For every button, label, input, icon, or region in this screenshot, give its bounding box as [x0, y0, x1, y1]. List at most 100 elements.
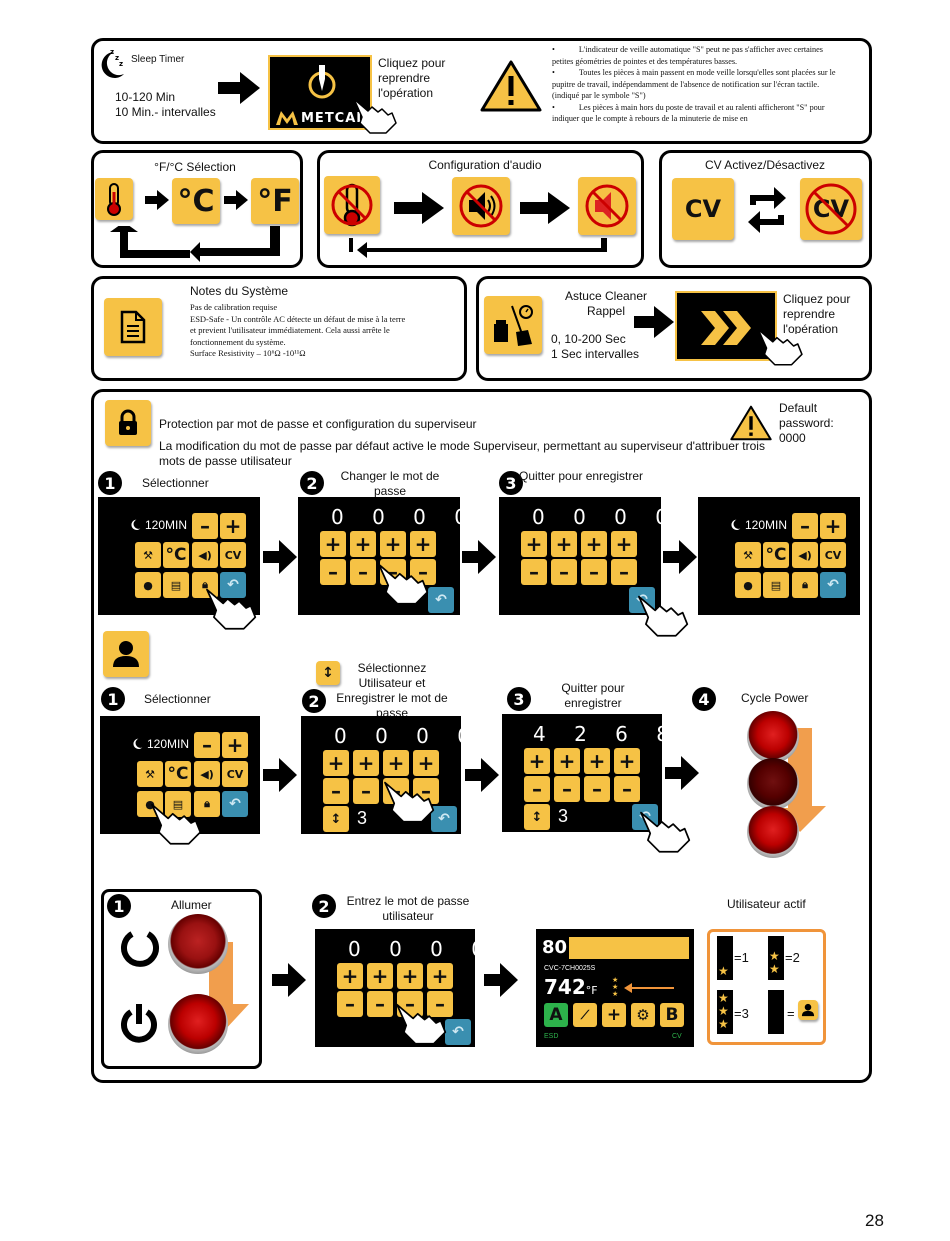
cv-button[interactable]: CV: [820, 542, 846, 568]
continue-screen[interactable]: [675, 291, 777, 361]
document-button[interactable]: ▤: [163, 572, 189, 598]
plus-button[interactable]: +: [611, 531, 637, 557]
fahrenheit-button[interactable]: °F: [251, 178, 299, 224]
cleaner-button[interactable]: ⚒: [137, 761, 163, 787]
speaker-button[interactable]: ◀): [792, 542, 818, 568]
speaker-button[interactable]: ◀): [194, 761, 220, 787]
plus-button[interactable]: +: [410, 531, 436, 557]
scroll-select-button[interactable]: ↕: [524, 804, 550, 830]
lock-button[interactable]: 🔒︎: [192, 572, 218, 598]
audio-on-button[interactable]: [578, 177, 636, 235]
document-button[interactable]: ▤: [763, 572, 789, 598]
minus-button[interactable]: –: [323, 778, 349, 804]
cleaner-button[interactable]: ⚒: [735, 542, 761, 568]
power-button-red[interactable]: [747, 711, 799, 763]
user-save-screen: 4 2 6 8 + + + + – – – – ↕ 3 ↶: [502, 714, 669, 832]
profile-a-button[interactable]: A: [544, 1003, 568, 1027]
plus-button[interactable]: +: [584, 748, 610, 774]
minus-button[interactable]: –: [581, 559, 607, 585]
document-button[interactable]: ▤: [165, 791, 191, 817]
celsius-button[interactable]: °C: [172, 178, 220, 224]
back-button[interactable]: ↶: [220, 572, 246, 598]
cv-on-button[interactable]: CV: [672, 178, 734, 240]
minus-button[interactable]: –: [614, 776, 640, 802]
temp-top-reading: 80: [542, 937, 568, 958]
minus-button[interactable]: –: [524, 776, 550, 802]
minus-button[interactable]: –: [611, 559, 637, 585]
plus-button[interactable]: +: [521, 531, 547, 557]
minus-button[interactable]: –: [194, 732, 220, 758]
plus-button[interactable]: +: [320, 531, 346, 557]
power-button-dim[interactable]: [168, 914, 228, 974]
plus-button[interactable]: +: [367, 963, 393, 989]
plus-button[interactable]: +: [551, 531, 577, 557]
plus-button[interactable]: +: [820, 513, 846, 539]
system-note-3: Surface Resistivity – 10⁶Ω -10¹¹Ω: [190, 348, 306, 358]
cv-off-button[interactable]: CV: [800, 178, 862, 240]
thermometer-button[interactable]: [324, 176, 380, 234]
plus-button[interactable]: +: [350, 531, 376, 557]
plus-button[interactable]: +: [554, 748, 580, 774]
cleaner-button[interactable]: ⚒: [135, 542, 161, 568]
back-button[interactable]: ↶: [431, 806, 457, 832]
sleep-note-3: •Les pièces à main hors du poste de trav…: [552, 102, 825, 124]
minus-button[interactable]: –: [551, 559, 577, 585]
audio-off-button[interactable]: [452, 177, 510, 235]
plus-button[interactable]: +: [383, 750, 409, 776]
scroll-select-button[interactable]: ↕: [316, 661, 340, 685]
plus-button[interactable]: +: [614, 748, 640, 774]
minus-button[interactable]: –: [350, 559, 376, 585]
document-button[interactable]: [104, 298, 162, 356]
plus-button[interactable]: +: [581, 531, 607, 557]
minus-button[interactable]: –: [554, 776, 580, 802]
cv-button[interactable]: CV: [222, 761, 248, 787]
user-button[interactable]: [103, 631, 149, 677]
power-button-dark[interactable]: [747, 758, 799, 810]
minus-button[interactable]: –: [353, 778, 379, 804]
power-button-lit[interactable]: [168, 994, 228, 1054]
minus-button[interactable]: –: [320, 559, 346, 585]
plus-button[interactable]: +: [397, 963, 423, 989]
thermometer-button[interactable]: [95, 178, 133, 220]
power-button-red[interactable]: [747, 806, 799, 858]
plus-button[interactable]: +: [413, 750, 439, 776]
minus-button[interactable]: –: [521, 559, 547, 585]
minus-button[interactable]: –: [367, 991, 393, 1017]
plus-button[interactable]: +: [427, 963, 453, 989]
scroll-select-button[interactable]: ↕: [323, 806, 349, 832]
celsius-button[interactable]: °C: [163, 542, 189, 568]
back-button[interactable]: ↶: [428, 587, 454, 613]
cleaner-button[interactable]: [484, 296, 542, 354]
back-button[interactable]: ↶: [222, 791, 248, 817]
plus-button[interactable]: +: [524, 748, 550, 774]
plus-button[interactable]: +: [380, 531, 406, 557]
lock-button[interactable]: 🔒︎: [194, 791, 220, 817]
plus-button[interactable]: +: [337, 963, 363, 989]
plus-button[interactable]: +: [323, 750, 349, 776]
user-button[interactable]: ●: [735, 572, 761, 598]
plus-button[interactable]: +: [353, 750, 379, 776]
graph-button[interactable]: ⟋: [573, 1003, 597, 1027]
user-button[interactable]: ●: [135, 572, 161, 598]
metcal-screen[interactable]: METCAL: [268, 55, 372, 130]
profile-b-button[interactable]: B: [660, 1003, 684, 1027]
minus-button[interactable]: –: [337, 991, 363, 1017]
settings-button[interactable]: ⚙: [631, 1003, 655, 1027]
lock-button[interactable]: [105, 400, 151, 446]
minus-button[interactable]: –: [192, 513, 218, 539]
plus-button[interactable]: +: [220, 513, 246, 539]
speaker-button[interactable]: ◀): [192, 542, 218, 568]
plus-button[interactable]: +: [222, 732, 248, 758]
celsius-button[interactable]: °C: [165, 761, 191, 787]
back-button[interactable]: ↶: [820, 572, 846, 598]
metcal-logo: METCAL: [276, 109, 368, 127]
back-button[interactable]: ↶: [445, 1019, 471, 1045]
minus-button[interactable]: –: [792, 513, 818, 539]
lock-button[interactable]: 🔒︎: [792, 572, 818, 598]
minus-button[interactable]: –: [427, 991, 453, 1017]
metcal-logo-text: METCAL: [301, 110, 366, 126]
cv-button[interactable]: CV: [220, 542, 246, 568]
celsius-button[interactable]: °C: [763, 542, 789, 568]
plus-button[interactable]: +: [602, 1003, 626, 1027]
minus-button[interactable]: –: [584, 776, 610, 802]
